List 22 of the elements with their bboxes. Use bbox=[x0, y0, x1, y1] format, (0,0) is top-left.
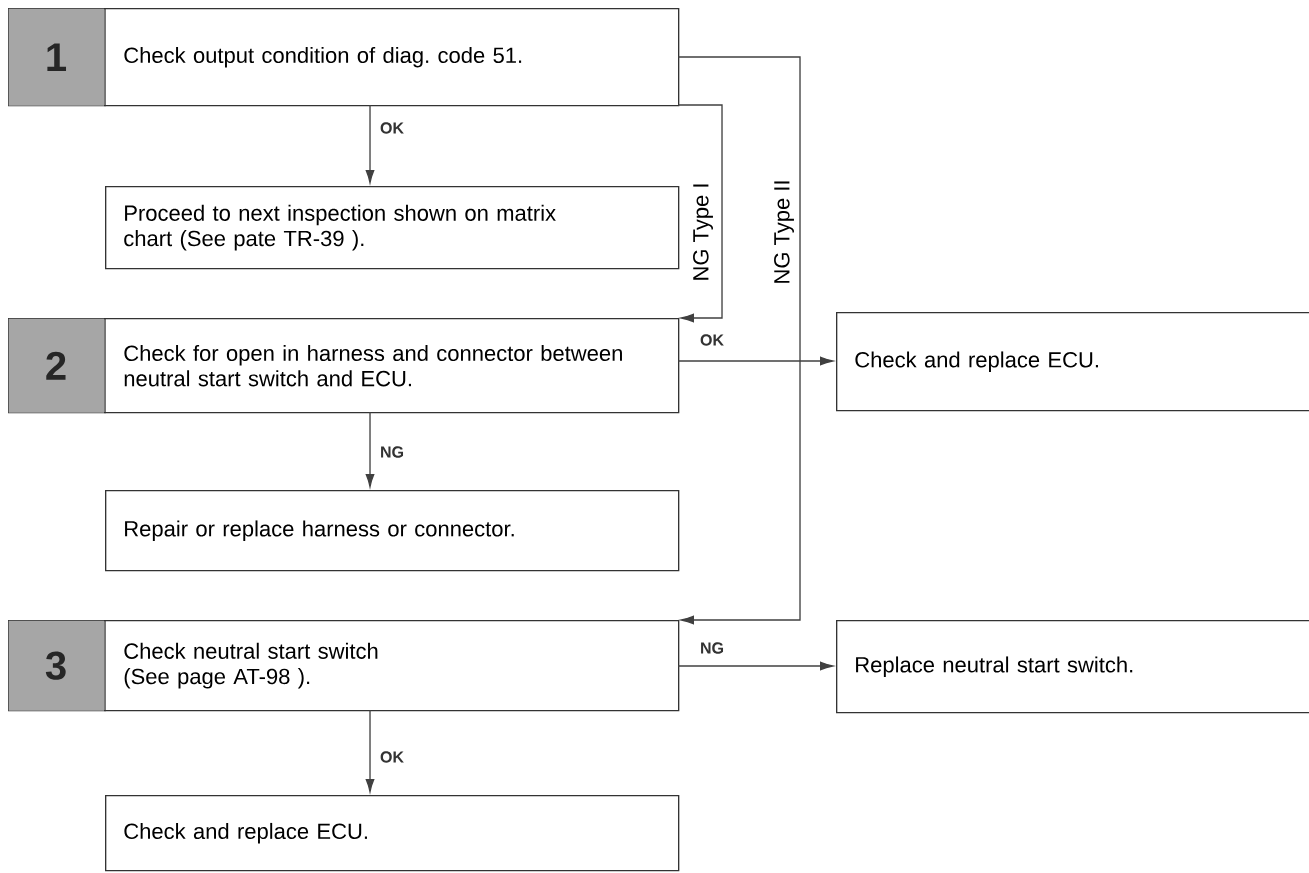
process-box: Repair or replace harness or connector. bbox=[105, 490, 680, 572]
arrow bbox=[365, 411, 375, 488]
process-box: Check and replace ECU. bbox=[105, 795, 680, 872]
arrow bbox=[677, 56, 801, 625]
edge-label: OK bbox=[378, 121, 406, 135]
process-box: Proceed to next inspection shown on matrix chart (See pate TR-39 ). bbox=[105, 186, 680, 270]
process-box: Replace neutral start switch. bbox=[836, 620, 1309, 714]
arrow bbox=[677, 356, 834, 366]
process-box: Check and replace ECU. bbox=[836, 312, 1309, 412]
step-box: 1 Check output condition of diag. code 51. bbox=[8, 7, 680, 107]
step-box: 3 Check neutral start switch (See page AT-98 ). bbox=[8, 619, 680, 712]
edge-label: NG bbox=[378, 445, 406, 459]
arrow bbox=[677, 661, 834, 671]
edge-label: NG Type II bbox=[772, 178, 796, 286]
edge-label: OK bbox=[698, 333, 726, 347]
arrow bbox=[365, 104, 375, 184]
step-box: 2 Check for open in harness and connector between neutral start switch and ECU. bbox=[8, 317, 680, 414]
edge-label: OK bbox=[378, 750, 406, 764]
arrow bbox=[677, 104, 723, 323]
arrow bbox=[365, 709, 375, 793]
edge-label: NG Type I bbox=[691, 181, 715, 283]
edge-label: NG bbox=[698, 641, 726, 655]
